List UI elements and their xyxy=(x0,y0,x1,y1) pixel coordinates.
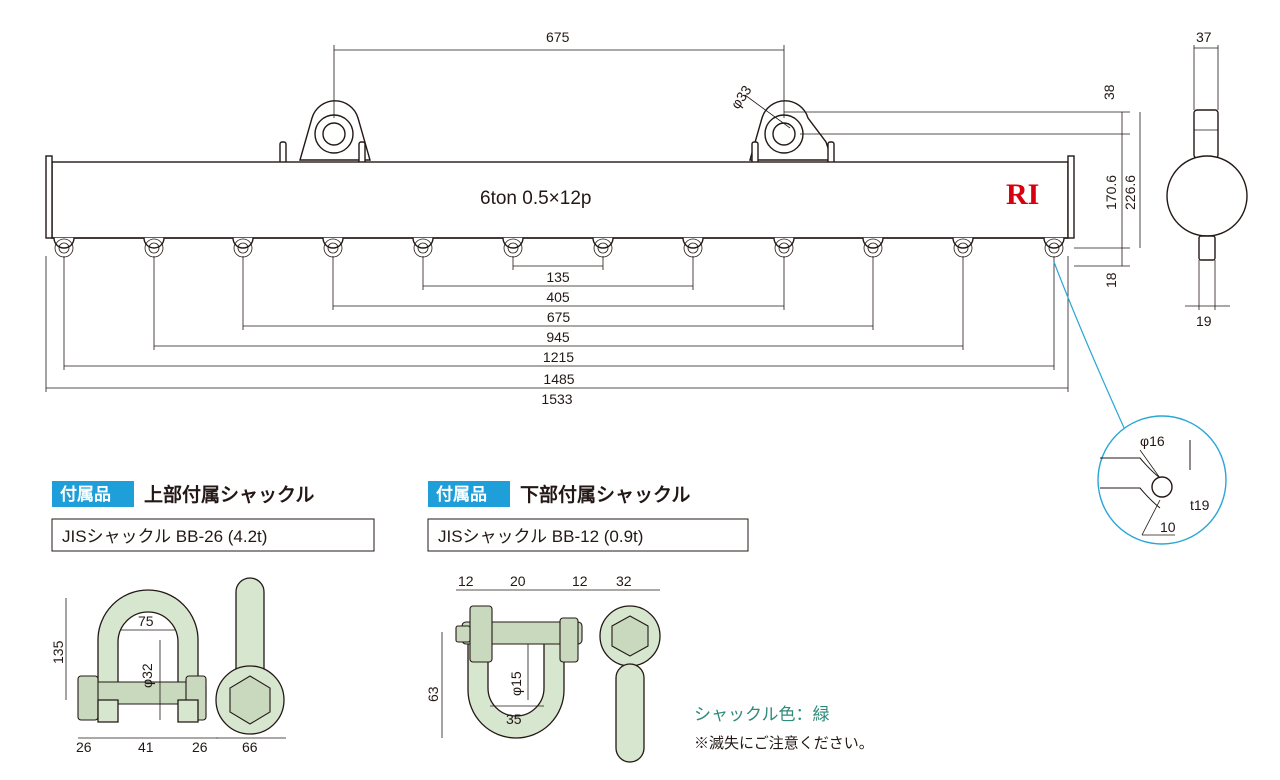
svg-text:18: 18 xyxy=(1103,272,1119,288)
upper-badge: 付属品 xyxy=(60,484,111,504)
caution-note: ※滅失にご注意ください。 xyxy=(694,734,874,752)
ri-logo: RI xyxy=(1006,178,1039,211)
svg-text:26: 26 xyxy=(76,739,92,755)
span-dimension-6: 1533 xyxy=(45,256,1069,407)
svg-text:37: 37 xyxy=(1196,29,1212,45)
lower-shackle-section: 付属品 下部付属シャックル JISシャックル BB-12 (0.9t) 12 2… xyxy=(425,481,749,763)
bottom-hole-11 xyxy=(1048,242,1060,254)
svg-text:135: 135 xyxy=(50,640,66,664)
bottom-hole-5 xyxy=(507,242,519,254)
span-dimension-5: 1485 xyxy=(63,256,1055,387)
svg-text:φ33: φ33 xyxy=(727,82,754,112)
span-label-0: 135 xyxy=(546,269,570,285)
bottom-hole-9 xyxy=(867,242,879,254)
span-dimension-0: 135 xyxy=(512,256,604,285)
svg-text:10: 10 xyxy=(1160,519,1176,535)
bottom-hole-7 xyxy=(687,242,699,254)
lifting-beam: 6ton 0.5×12p RI xyxy=(45,100,1075,258)
svg-text:20: 20 xyxy=(510,573,526,589)
span-dimension-1: 405 xyxy=(422,256,694,305)
shackle-color-note: シャックル色：緑 xyxy=(694,705,830,724)
svg-text:φ16: φ16 xyxy=(1140,433,1165,449)
upper-shackle-section: 付属品 上部付属シャックル JISシャックル BB-26 (4.2t) 75 1… xyxy=(50,481,375,755)
svg-text:38: 38 xyxy=(1101,84,1117,100)
bottom-hole-1 xyxy=(148,242,160,254)
beam-body xyxy=(51,161,1069,239)
notes: シャックル色：緑 ※滅失にご注意ください。 xyxy=(694,705,874,752)
svg-text:26: 26 xyxy=(192,739,208,755)
lower-badge: 付属品 xyxy=(436,484,487,504)
top-span-dimension: 675 xyxy=(333,29,785,118)
bottom-hole-4 xyxy=(417,242,429,254)
span-label-6: 1533 xyxy=(541,391,572,407)
svg-text:φ32: φ32 xyxy=(139,663,155,688)
lower-title: 下部付属シャックル xyxy=(520,483,690,506)
bottom-holes xyxy=(54,238,1064,258)
svg-text:35: 35 xyxy=(506,711,522,727)
svg-text:226.6: 226.6 xyxy=(1122,175,1138,210)
span-label-4: 1215 xyxy=(543,349,574,365)
hole-detail: φ16 t19 10 xyxy=(1053,261,1227,545)
right-dimensions: 38 170.6 226.6 18 xyxy=(784,84,1141,288)
side-view: 37 19 xyxy=(1166,29,1248,329)
svg-text:41: 41 xyxy=(138,739,154,755)
upper-spec: JISシャックル BB-26 (4.2t) xyxy=(62,527,267,546)
bottom-hole-3 xyxy=(327,242,339,254)
svg-text:75: 75 xyxy=(138,613,154,629)
svg-text:675: 675 xyxy=(546,29,570,45)
span-dimension-2: 675 xyxy=(332,256,785,325)
svg-text:170.6: 170.6 xyxy=(1103,175,1119,210)
span-label-3: 945 xyxy=(546,329,570,345)
span-dimension-4: 1215 xyxy=(153,256,964,365)
span-label-2: 675 xyxy=(547,309,571,325)
bottom-hole-2 xyxy=(237,242,249,254)
svg-text:12: 12 xyxy=(572,573,588,589)
svg-text:19: 19 xyxy=(1196,313,1212,329)
span-dimension-3: 945 xyxy=(242,256,874,345)
beam-label: 6ton 0.5×12p xyxy=(480,188,591,209)
bottom-hole-8 xyxy=(778,242,790,254)
lower-spec: JISシャックル BB-12 (0.9t) xyxy=(438,527,643,546)
svg-text:t19: t19 xyxy=(1190,497,1210,513)
bottom-hole-6 xyxy=(597,242,609,254)
svg-text:12: 12 xyxy=(458,573,474,589)
bottom-hole-0 xyxy=(58,242,70,254)
svg-text:66: 66 xyxy=(242,739,258,755)
span-label-5: 1485 xyxy=(543,371,574,387)
svg-text:32: 32 xyxy=(616,573,632,589)
span-label-1: 405 xyxy=(546,289,570,305)
bottom-hole-10 xyxy=(957,242,969,254)
svg-text:63: 63 xyxy=(425,686,441,702)
bottom-dimensions: 135 405 675 945 1215 1485 1533 xyxy=(45,256,1069,407)
upper-title: 上部付属シャックル xyxy=(144,483,314,506)
svg-text:φ15: φ15 xyxy=(508,671,524,696)
